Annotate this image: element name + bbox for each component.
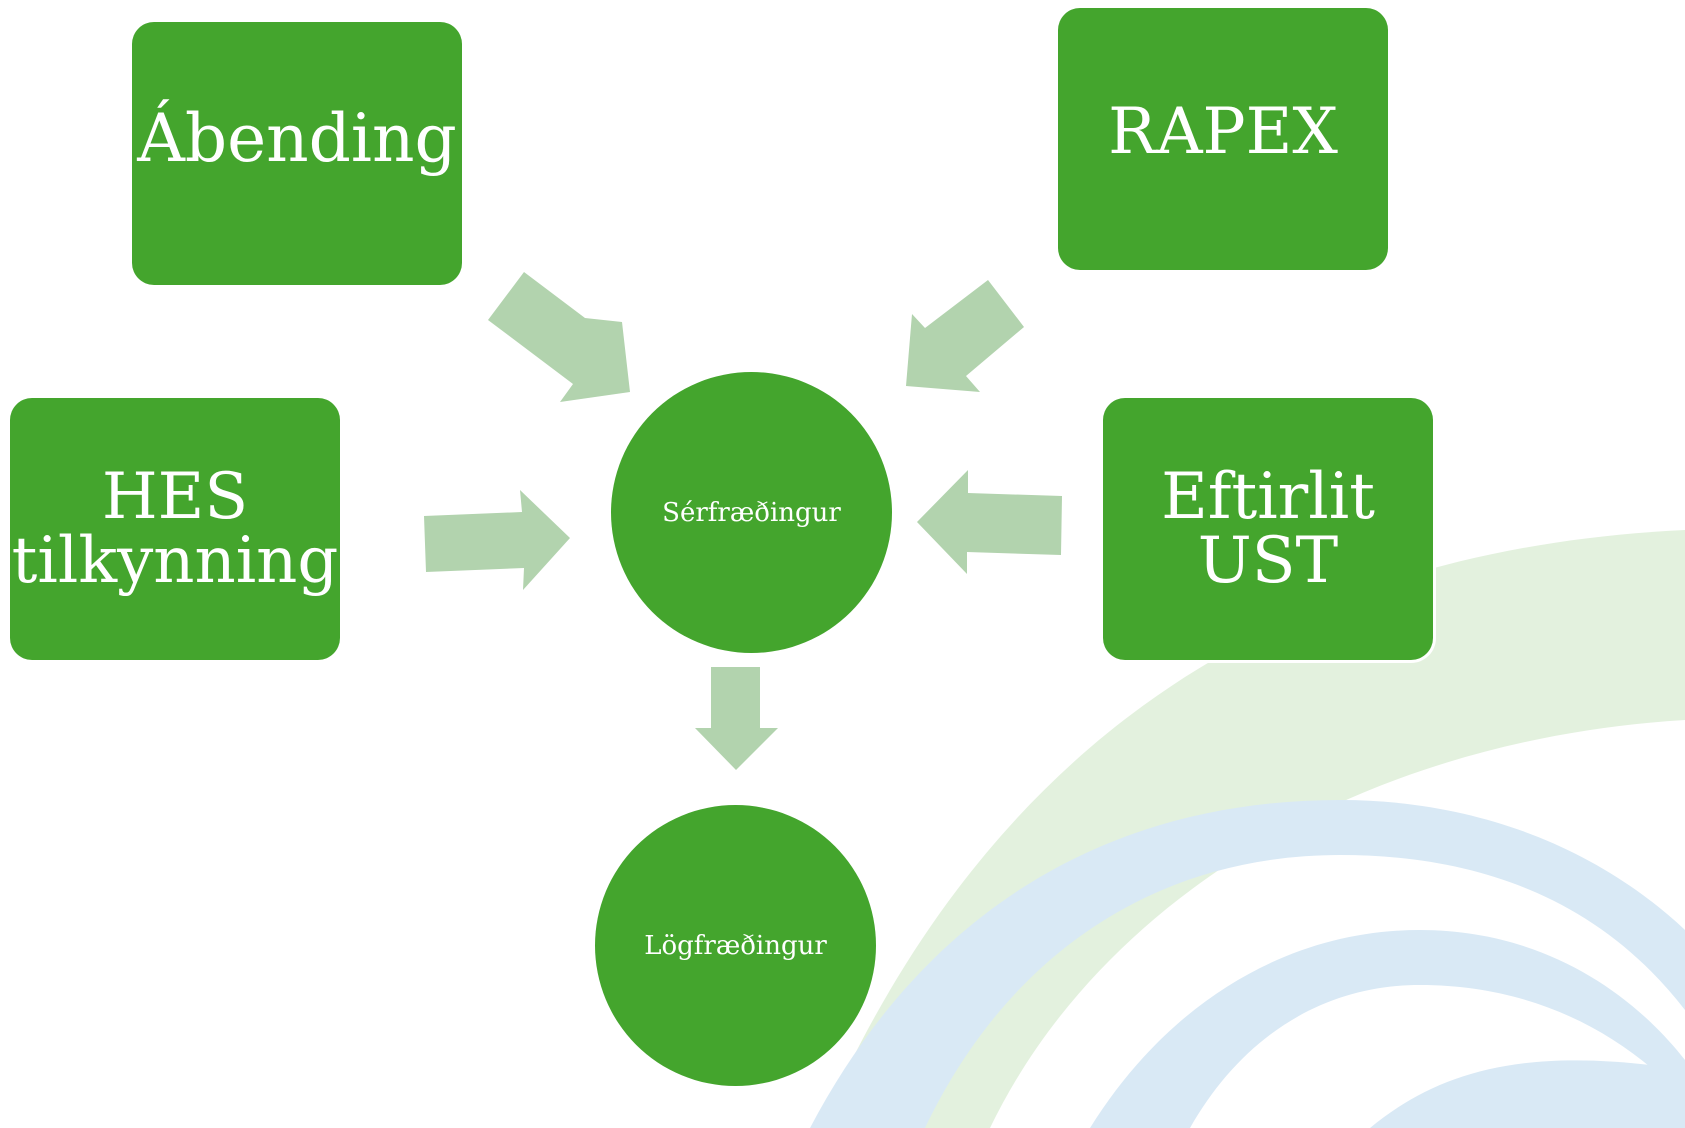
node-logfraedingur: Lögfræðingur <box>595 805 876 1086</box>
node-serfraedingur-label: Sérfræðingur <box>662 497 841 528</box>
node-abending: Ábending <box>132 22 462 285</box>
arrow-abending-to-serfraedingur <box>488 272 630 402</box>
node-eftirlit-label-line1: Eftirlit <box>1161 460 1375 534</box>
background-arcs <box>810 530 1685 1128</box>
arrow-hes-to-serfraedingur <box>424 490 570 590</box>
node-serfraedingur: Sérfræðingur <box>611 372 892 653</box>
node-hes-label-line2: tilkynning <box>11 524 339 598</box>
node-hes-tilkynning: HES tilkynning <box>10 398 340 660</box>
arrow-eftirlit-to-serfraedingur <box>917 470 1062 574</box>
arrow-serfraedingur-to-logfraedingur <box>695 667 778 770</box>
node-eftirlit-label-line2: UST <box>1197 524 1339 598</box>
node-rapex-label: RAPEX <box>1108 95 1338 169</box>
node-hes-label-line1: HES <box>101 460 249 534</box>
node-logfraedingur-label: Lögfræðingur <box>644 930 827 961</box>
node-abending-label: Ábending <box>137 99 457 177</box>
arrow-rapex-to-serfraedingur <box>906 280 1024 392</box>
node-eftirlit-ust: Eftirlit UST <box>1103 398 1433 660</box>
node-rapex: RAPEX <box>1058 8 1388 270</box>
